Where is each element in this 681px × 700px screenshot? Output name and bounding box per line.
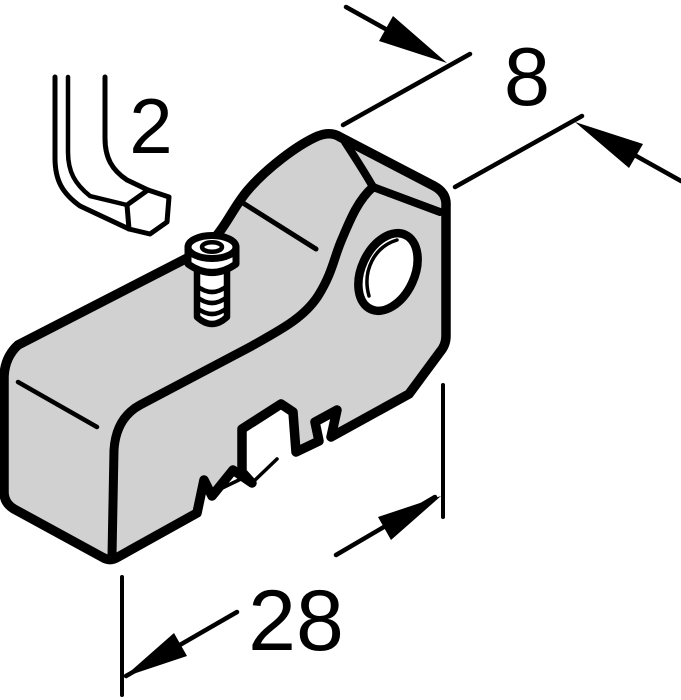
hole-outer-ring bbox=[354, 228, 422, 316]
dim-28-label: 28 bbox=[248, 573, 344, 669]
screw-hex-socket bbox=[199, 239, 225, 255]
allen-key-icon bbox=[52, 74, 172, 237]
allen-key-ridge bbox=[65, 74, 130, 208]
end-face-highlight bbox=[15, 379, 100, 430]
screw-threads bbox=[194, 283, 230, 317]
step-fold-line bbox=[240, 200, 319, 252]
dim-8-label: 8 bbox=[504, 30, 550, 123]
dim-8-arrowhead-left bbox=[379, 16, 447, 63]
head-top-crease bbox=[341, 138, 444, 216]
hex-key-size-label: 2 bbox=[129, 82, 172, 170]
front-top-crease bbox=[107, 182, 378, 561]
dim-8-line-right bbox=[452, 113, 585, 190]
allen-key-outer-edge bbox=[52, 74, 132, 232]
dim-8-line-left bbox=[340, 51, 473, 128]
dimension-depth: 8 bbox=[340, 4, 681, 190]
allen-key-hex-tip bbox=[124, 187, 172, 237]
dim-8-arrowhead-right bbox=[575, 122, 643, 168]
screw-shank bbox=[193, 264, 231, 328]
hole-bore-edge bbox=[365, 238, 399, 298]
dim-28-arrowhead-right bbox=[378, 496, 441, 540]
mounting-foot-details bbox=[212, 457, 279, 494]
sensor-body bbox=[0, 129, 451, 565]
mounting-hole bbox=[354, 228, 422, 316]
set-screw bbox=[184, 232, 240, 328]
allen-key-inner-edge bbox=[102, 74, 151, 193]
dim-28-arrowhead-left bbox=[124, 633, 187, 677]
dimension-length: 28 bbox=[120, 383, 445, 697]
